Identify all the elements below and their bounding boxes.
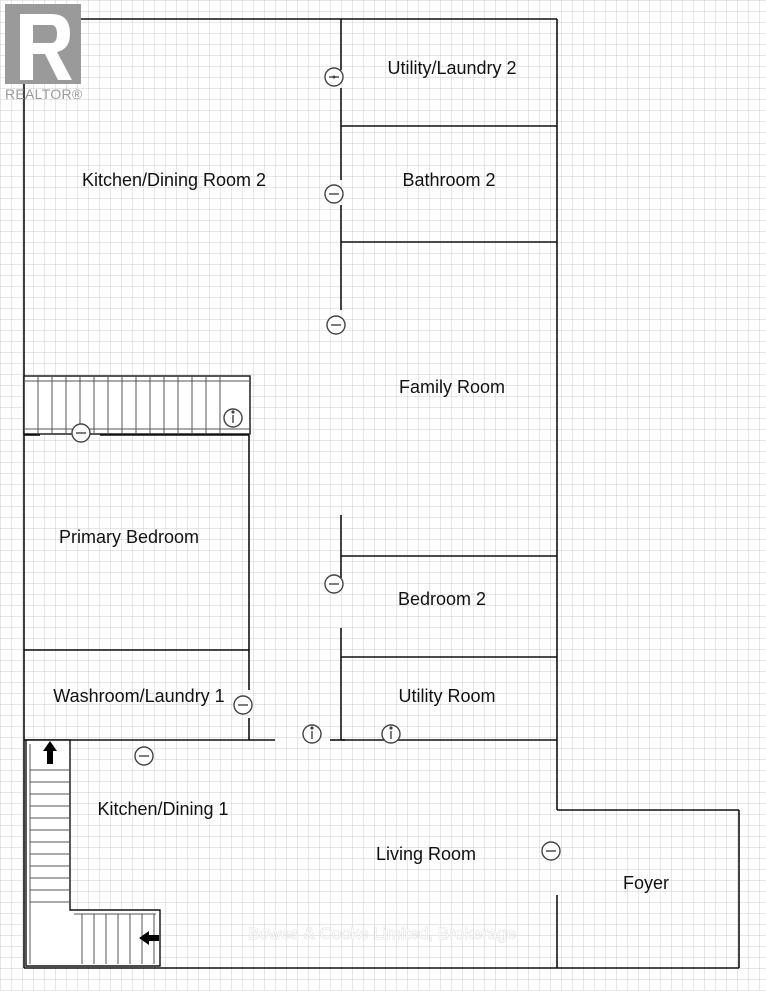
- room-label-primary-bedroom: Primary Bedroom: [59, 527, 199, 547]
- room-label-bathroom-2: Bathroom 2: [402, 170, 495, 190]
- left-arrow-icon: [139, 931, 159, 945]
- room-label-family-room: Family Room: [399, 377, 505, 397]
- realtor-logo-text: REALTOR®: [5, 86, 83, 102]
- room-label-washroom-laundry-1: Washroom/Laundry 1: [53, 686, 224, 706]
- opening-icon: [223, 408, 243, 428]
- door-icon: [324, 184, 344, 204]
- room-label-kitchen-dining-1: Kitchen/Dining 1: [97, 799, 228, 819]
- room-label-kitchen-dining-room-2: Kitchen/Dining Room 2: [82, 170, 266, 190]
- door-icon: [541, 841, 561, 861]
- up-arrow-icon: [43, 741, 57, 764]
- opening-icon: [302, 724, 322, 744]
- door-icon: [233, 695, 253, 715]
- opening-icon: [381, 724, 401, 744]
- realtor-logo: REALTOR®: [0, 0, 92, 108]
- door-icon: [71, 423, 91, 443]
- walls: [23, 18, 740, 969]
- room-label-foyer: Foyer: [623, 873, 669, 893]
- room-label-utility-room: Utility Room: [398, 686, 495, 706]
- room-label-bedroom-2: Bedroom 2: [398, 589, 486, 609]
- door-icon: [324, 574, 344, 594]
- room-label-living-room: Living Room: [376, 844, 476, 864]
- upper-staircase: [23, 375, 251, 435]
- realtor-r-icon: [5, 4, 81, 84]
- door-icon: [324, 67, 344, 87]
- door-icon: [134, 746, 154, 766]
- lower-staircase: [25, 739, 161, 967]
- room-label-utility-laundry-2: Utility/Laundry 2: [387, 58, 516, 78]
- door-icon: [326, 315, 346, 335]
- brokerage-watermark: Bowes & Cooke Limited, Brokerage: [248, 924, 516, 943]
